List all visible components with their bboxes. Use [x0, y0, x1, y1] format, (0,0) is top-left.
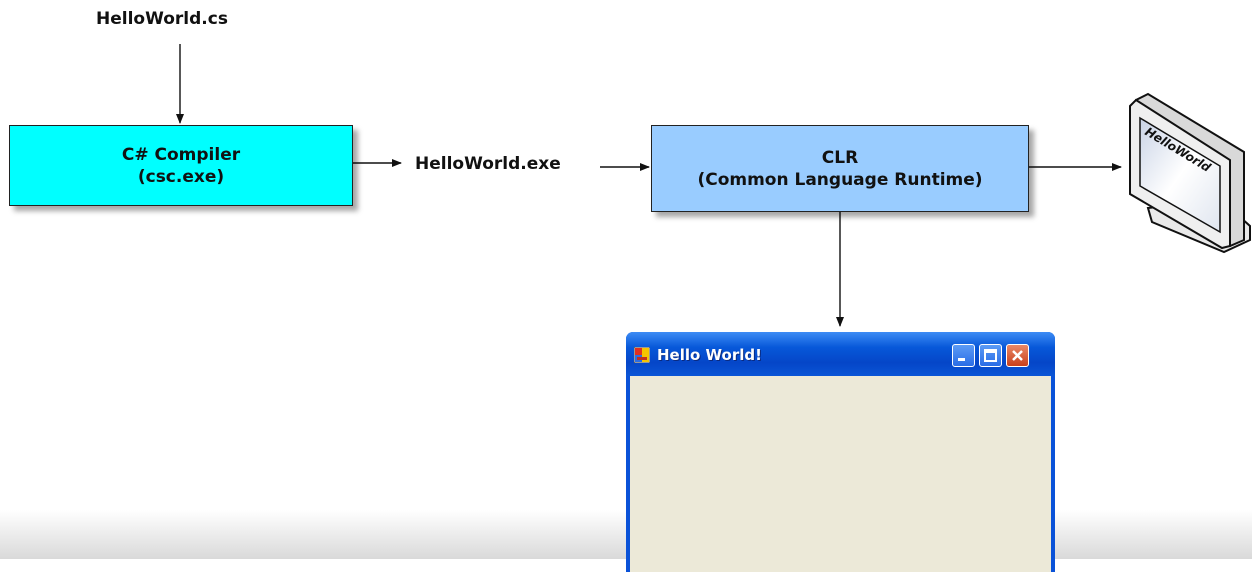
- minimize-button[interactable]: [952, 344, 975, 367]
- clr-name: CLR: [821, 147, 859, 168]
- window-title: Hello World!: [657, 346, 762, 364]
- clr-full-name: (Common Language Runtime): [697, 169, 983, 190]
- compiler-name: C# Compiler: [121, 144, 241, 165]
- maximize-button[interactable]: [979, 344, 1002, 367]
- window-titlebar[interactable]: Hello World!: [626, 332, 1055, 376]
- compiler-box: C# Compiler (csc.exe): [9, 125, 353, 206]
- app-icon: [634, 347, 650, 363]
- source-file-label: HelloWorld.cs: [96, 9, 228, 29]
- connector-arrows: [176, 44, 1122, 327]
- compiler-exe: (csc.exe): [137, 166, 225, 187]
- window-client-area: [630, 376, 1051, 572]
- clr-box: CLR (Common Language Runtime): [651, 125, 1029, 212]
- minimize-icon: [958, 358, 965, 361]
- output-file-label: HelloWorld.exe: [415, 154, 561, 174]
- close-icon: [1012, 350, 1023, 361]
- monitor-icon: HelloWorld: [1129, 92, 1251, 254]
- maximize-icon: [984, 349, 997, 362]
- hello-world-window: Hello World!: [626, 332, 1055, 572]
- close-button[interactable]: [1006, 344, 1029, 367]
